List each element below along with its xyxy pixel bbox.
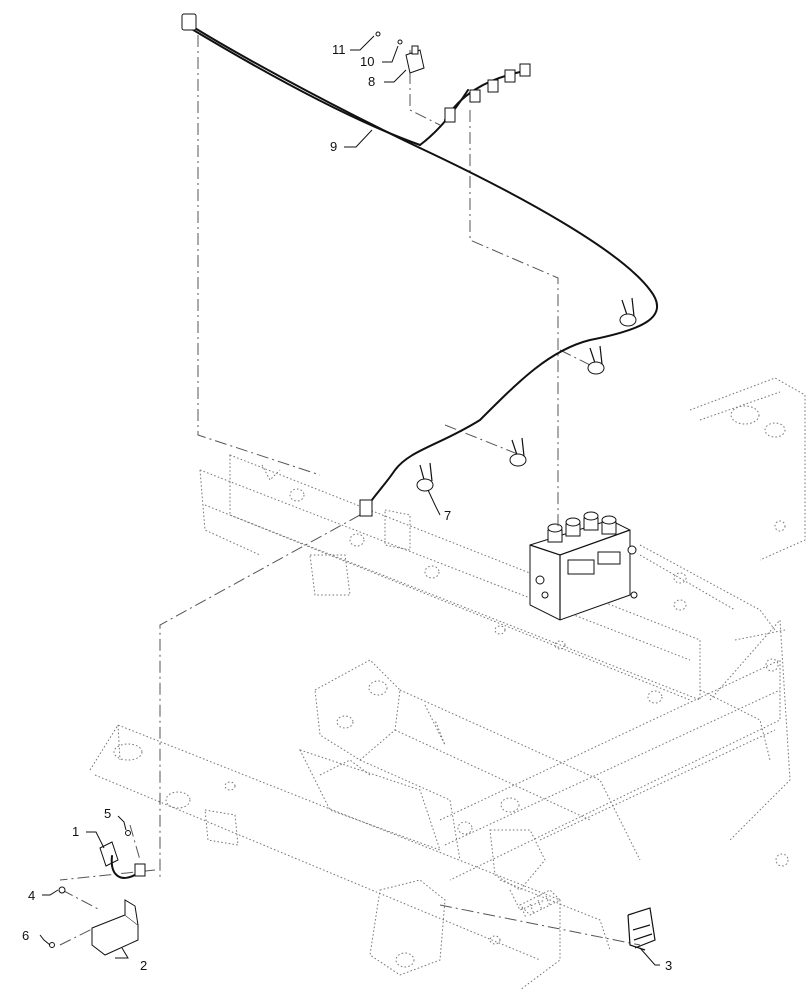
sensor-assembly <box>99 830 146 879</box>
rail-junction-box <box>309 509 411 596</box>
callout-10: 10 <box>360 54 374 69</box>
callout-9: 9 <box>330 139 337 154</box>
hydraulic-control-valve <box>529 511 638 621</box>
mounting-bracket <box>49 886 139 956</box>
wiring-harness <box>181 13 658 517</box>
center-lift-arms <box>299 659 641 861</box>
callout-3: 3 <box>665 958 672 973</box>
callout-leaders <box>39 35 660 966</box>
callout-11: 11 <box>332 42 346 57</box>
lower-frame-rail <box>89 724 561 991</box>
callout-labels: 1 2 3 4 5 6 7 8 9 10 11 <box>22 42 672 973</box>
callout-7: 7 <box>444 508 451 523</box>
relay-hardware <box>375 31 425 74</box>
upper-frame-rail <box>199 454 701 701</box>
callout-6: 6 <box>22 928 29 943</box>
right-frame-section <box>639 377 806 867</box>
callout-1: 1 <box>72 824 79 839</box>
callout-4: 4 <box>28 888 35 903</box>
hose-clamps <box>416 297 637 492</box>
callout-2: 2 <box>140 958 147 973</box>
u-bolt <box>627 907 656 951</box>
rail-hose-clips <box>224 464 786 945</box>
main-crossbeam <box>439 659 781 881</box>
callout-8: 8 <box>368 74 375 89</box>
lower-pivot-bracket <box>369 829 611 976</box>
assembly-leader-lines <box>59 35 641 946</box>
callout-5: 5 <box>104 806 111 821</box>
